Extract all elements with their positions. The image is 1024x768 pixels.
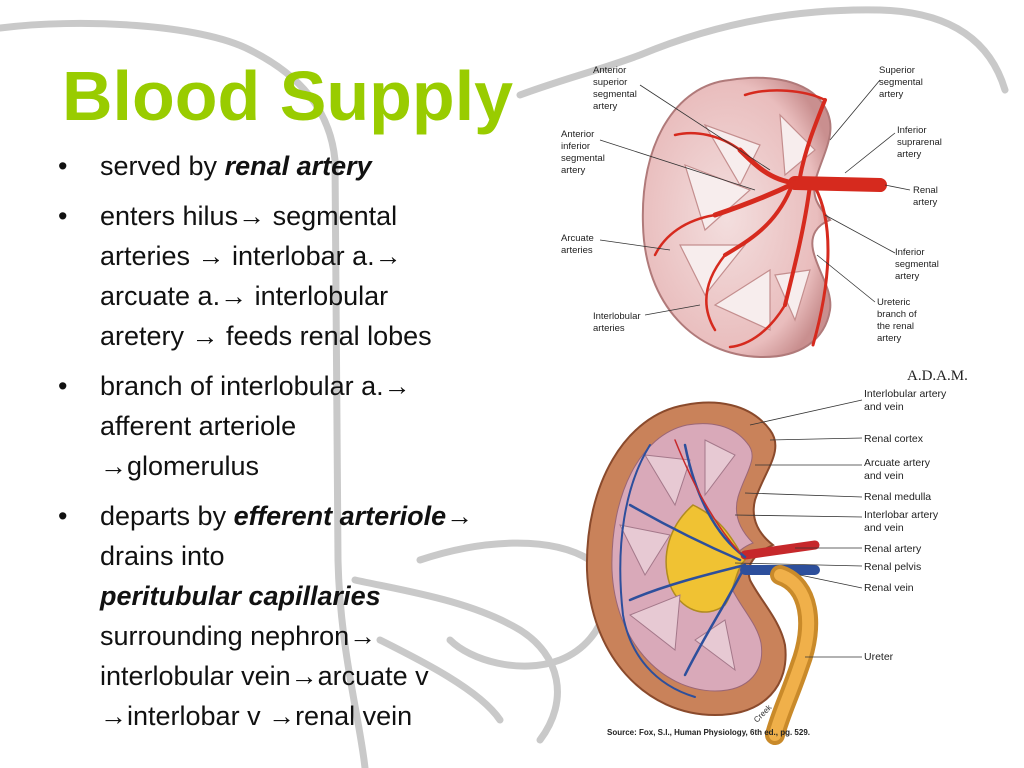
label-inf-seg-3: artery: [895, 271, 920, 282]
label-renal-cortex: Renal cortex: [864, 433, 924, 445]
kidney-arteries-figure: Anterior superior segmental artery Anter…: [561, 65, 968, 384]
source-citation: Source: Fox, S.I., Human Physiology, 6th…: [607, 728, 810, 737]
label-ant-inf-1: Anterior: [561, 129, 594, 140]
label-interlobular-av-1: Interlobular artery: [864, 388, 947, 400]
label-ant-inf-3: segmental: [561, 153, 605, 164]
label-inf-seg-2: segmental: [895, 259, 939, 270]
label-arcuate-1: Arcuate: [561, 233, 594, 244]
label-renal-artery: Renal artery: [864, 543, 922, 555]
label-sup-seg-1: Superior: [879, 65, 915, 76]
label-inf-supra-2: suprarenal: [897, 137, 942, 148]
efferent-arteriole-term: efferent arteriole: [233, 501, 447, 531]
label-renal-vein: Renal vein: [864, 582, 914, 594]
adam-logo: A.D.A.M.: [907, 368, 968, 384]
renal-artery-tree: [653, 89, 887, 349]
label-interlobar-av-2: and vein: [864, 522, 904, 534]
kidney-section: [585, 401, 787, 717]
label-sup-seg-2: segmental: [879, 77, 923, 88]
label-interlobular-av-2: and vein: [864, 401, 904, 413]
label-ant-sup-2: superior: [593, 77, 627, 88]
bullet-enters-hilus: enters hilus→ segmental arteries → inter…: [58, 196, 528, 356]
label-sup-seg-3: artery: [879, 89, 904, 100]
label-arcuate-2: arteries: [561, 245, 593, 256]
label-inf-supra-3: artery: [897, 149, 922, 160]
bullet-served-by: served by renal artery: [58, 146, 528, 186]
label-renal-medulla: Renal medulla: [864, 491, 931, 503]
bullet-departs: departs by efferent arteriole→ drains in…: [58, 496, 528, 736]
label-arcuate-av-1: Arcuate artery: [864, 457, 931, 469]
label-interlobular-1: Interlobular: [593, 311, 641, 322]
label-ant-sup-1: Anterior: [593, 65, 626, 76]
label-interlobular-2: arteries: [593, 323, 625, 334]
page-title: Blood Supply: [62, 57, 514, 135]
kidney-shape: [641, 76, 832, 359]
label-ant-sup-3: segmental: [593, 89, 637, 100]
label-arcuate-av-2: and vein: [864, 470, 904, 482]
label-ureteric-2: branch of: [877, 309, 917, 320]
label-inf-seg-1: Inferior: [895, 247, 925, 258]
label-ureteric-1: Ureteric: [877, 297, 911, 308]
bullet-list: served by renal artery enters hilus→ seg…: [58, 146, 528, 746]
label-renal-1: Renal: [913, 185, 938, 196]
label-ureteric-4: artery: [877, 333, 902, 344]
label-ant-inf-2: inferior: [561, 141, 590, 152]
label-interlobar-av-1: Interlobar artery: [864, 509, 939, 521]
label-inf-supra-1: Inferior: [897, 125, 927, 136]
label-ureter: Ureter: [864, 651, 894, 663]
label-ant-inf-4: artery: [561, 165, 586, 176]
bullet-branch: branch of interlobular a.→ afferent arte…: [58, 366, 528, 486]
label-renal-pelvis: Renal pelvis: [864, 561, 921, 573]
kidney-section-figure: Interlobular artery and vein Renal corte…: [585, 388, 947, 745]
label-ureteric-3: the renal: [877, 321, 914, 332]
label-ant-sup-4: artery: [593, 101, 618, 112]
label-renal-2: artery: [913, 197, 938, 208]
